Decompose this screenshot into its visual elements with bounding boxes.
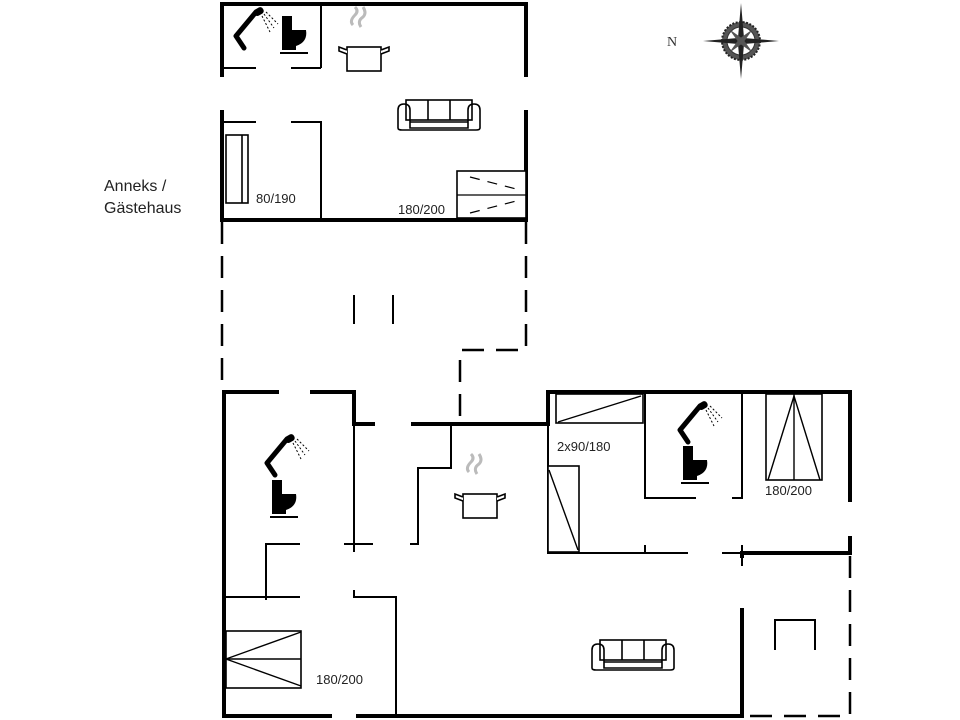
sofa-icon [397,99,481,131]
bed-label-80-190: 80/190 [256,191,296,206]
annex-label-line1: Anneks / [104,178,167,195]
kitchen-pot-icon [337,5,391,73]
bed-80-190 [225,134,249,204]
bunk-bed [547,393,644,553]
toilet-icon [280,16,308,54]
sofa-icon [591,639,675,671]
north-label: N [667,35,677,50]
compass-rose-icon [703,3,779,79]
bed-180-200-right [765,393,823,481]
annex-building: 80/190 180/200 [220,2,528,222]
bed-label-bunk: 2x90/180 [557,439,611,454]
shower-icon [680,400,722,442]
main-house: 2x90/180 180/200 180/200 [222,390,852,718]
terrace-outline [220,222,528,420]
bed-label-right: 180/200 [765,483,812,498]
annex-label: Anneks / Gästehaus [104,176,181,220]
bed-180-200-left [223,630,302,689]
bed-label-annex-double: 180/200 [398,202,445,217]
bed-label-left: 180/200 [316,672,363,687]
toilet-icon [681,446,709,484]
kitchen-pot-icon [453,452,507,520]
toilet-icon [270,480,298,518]
annex-label-line2: Gästehaus [104,200,182,217]
bed-180-200-annex [456,170,527,219]
shower-icon [267,433,309,475]
shower-icon [236,6,278,48]
